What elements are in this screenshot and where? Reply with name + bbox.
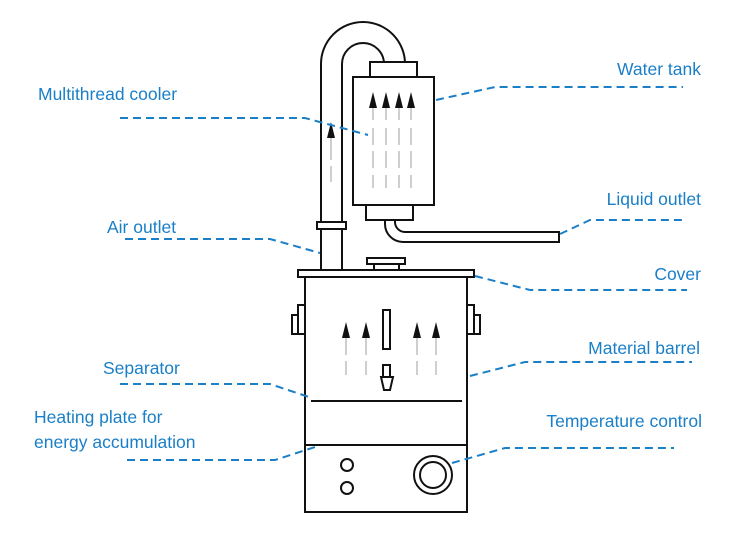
cover-plate: [297, 269, 475, 278]
pipe-flow-arrow: [327, 122, 335, 182]
nozzle-tip: [379, 376, 395, 391]
barrel-flow-arrows: [342, 322, 440, 375]
arrow-up-icon: [342, 322, 350, 375]
leader-liquid-outlet: [559, 219, 683, 235]
nozzle-neck: [382, 364, 391, 378]
leader-air-outlet: [125, 238, 321, 254]
leader-separator: [120, 383, 310, 398]
cooler-flow-arrows: [369, 92, 415, 188]
label-liquid-outlet: Liquid outlet: [607, 189, 702, 209]
label-separator: Separator: [103, 358, 180, 378]
arrow-up-icon: [362, 322, 370, 375]
multithread-cooler-body: [352, 76, 435, 206]
water-tank-bottom-cap: [365, 204, 414, 221]
arrow-up-icon: [413, 322, 421, 375]
label-cover: Cover: [654, 264, 701, 284]
temperature-dial-icon[interactable]: [413, 455, 453, 495]
right-handle-outer: [466, 304, 475, 335]
label-air-outlet: Air outlet: [107, 217, 176, 237]
water-tank-top-cap: [369, 61, 418, 78]
arrow-up-icon: [382, 92, 390, 188]
leader-multithread-cooler: [120, 117, 369, 136]
leader-material-barrel: [469, 361, 692, 377]
left-handle-inner: [291, 314, 299, 335]
pipe-collar: [316, 221, 347, 230]
leader-heating-plate: [127, 446, 316, 461]
leader-water-tank: [435, 86, 683, 101]
label-temperature-control: Temperature control: [546, 411, 702, 431]
left-handle-outer: [297, 304, 306, 335]
label-multithread-cooler: Multithread cooler: [38, 84, 177, 104]
label-water-tank: Water tank: [617, 59, 701, 79]
label-material-barrel: Material barrel: [588, 338, 700, 358]
arrow-up-icon: [432, 322, 440, 375]
knob-icon-lower[interactable]: [340, 481, 354, 495]
sight-slot: [382, 309, 391, 350]
arrow-up-icon: [369, 92, 377, 188]
label-heating-plate-line1: Heating plate for: [34, 407, 163, 427]
arrow-up-icon: [407, 92, 415, 188]
leader-temperature-control: [451, 447, 674, 464]
liquid-outlet-pipe: [384, 219, 560, 243]
knob-icon-upper[interactable]: [340, 458, 354, 472]
leader-cover: [474, 275, 687, 291]
arrow-up-icon: [395, 92, 403, 188]
label-heating-plate-line2: energy accumulation: [34, 432, 195, 452]
right-handle-inner: [473, 314, 481, 335]
